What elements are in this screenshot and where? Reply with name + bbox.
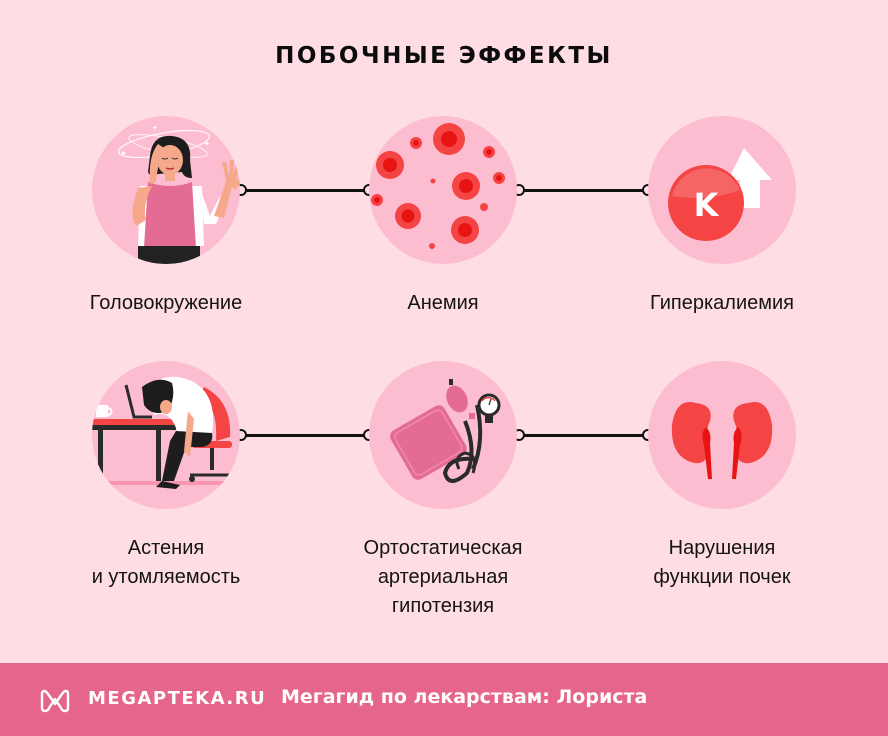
footer-bar: [0, 663, 888, 736]
effect-circle-anemia: [369, 116, 517, 264]
effect-circle-asthenia: [92, 361, 240, 509]
svg-text:✦: ✦: [152, 124, 158, 132]
effect-label-hyperkalemia: Гиперкалиемия: [592, 289, 852, 318]
label-line: Гиперкалиемия: [650, 292, 794, 314]
potassium-up-icon: K: [668, 148, 772, 241]
effect-label-anemia: Анемия: [313, 289, 573, 318]
dizzy-woman-icon: ✦ ✦ ✦: [118, 124, 240, 264]
svg-text:K: K: [694, 186, 720, 224]
connector-line: [241, 189, 369, 192]
label-line: функции почек: [653, 566, 791, 588]
label-line: Анемия: [407, 292, 479, 314]
effect-circle-hyperkalemia: K: [648, 116, 796, 264]
connector-line: [519, 434, 647, 437]
connector-line: [519, 189, 647, 192]
label-line: Головокружение: [89, 292, 243, 314]
effect-circle-hypotension: [369, 361, 517, 509]
svg-text:✦: ✦: [120, 149, 127, 158]
effect-label-hypotension: Ортостатическая артериальная гипотензия: [313, 534, 573, 621]
blood-cells-icon: [371, 123, 505, 249]
label-line: Астения: [127, 537, 205, 559]
page-title: ПОБОЧНЫЕ ЭФФЕКТЫ: [275, 43, 613, 69]
svg-text:✦: ✦: [204, 140, 210, 148]
label-line: Ортостатическая: [363, 537, 523, 559]
footer-tagline: Мегагид по лекарствам: Лориста: [281, 686, 648, 708]
label-line: гипотензия: [391, 595, 495, 617]
connector-line: [241, 434, 369, 437]
megapteka-logo-icon: [40, 689, 70, 713]
effect-label-asthenia: Астения и утомляемость: [36, 534, 296, 592]
effect-label-dizziness: Головокружение: [36, 289, 296, 318]
label-line: и утомляемость: [91, 566, 241, 588]
tired-worker-icon: [92, 376, 240, 489]
effect-circle-kidneys: [648, 361, 796, 509]
blood-pressure-cuff-icon: [390, 379, 501, 483]
brand-name: MEGAPTEKA.RU: [88, 688, 267, 709]
label-line: артериальная: [377, 566, 509, 588]
effect-circle-dizziness: ✦ ✦ ✦: [92, 116, 240, 264]
label-line: Нарушения: [668, 537, 776, 559]
effect-label-kidneys: Нарушения функции почек: [592, 534, 852, 592]
kidneys-icon: [671, 401, 773, 479]
